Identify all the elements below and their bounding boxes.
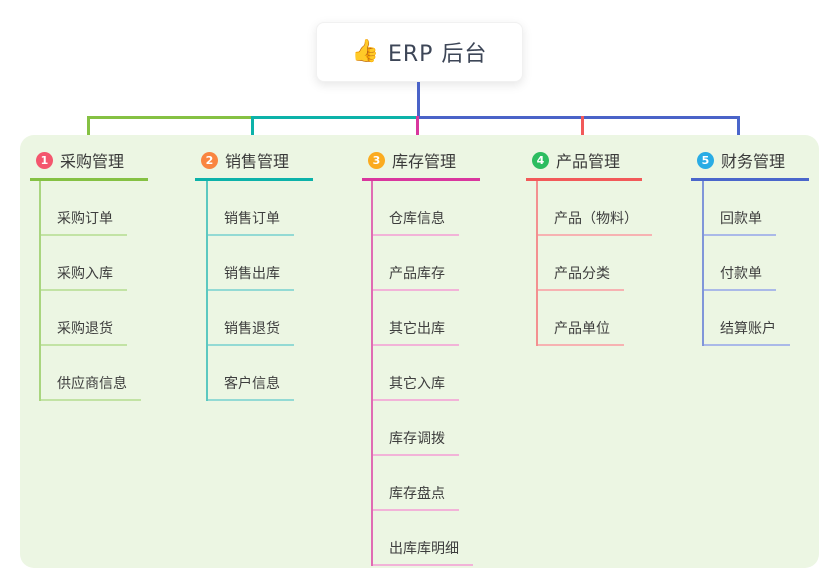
connector-root-stem bbox=[417, 82, 420, 119]
child-node[interactable]: 采购订单 bbox=[41, 181, 127, 236]
child-node[interactable]: 仓库信息 bbox=[373, 181, 459, 236]
child-label: 产品单位 bbox=[554, 321, 610, 337]
child-label: 销售订单 bbox=[224, 211, 280, 227]
connector-bus-teal bbox=[251, 116, 418, 119]
child-node[interactable]: 采购入库 bbox=[41, 236, 127, 291]
root-label: ERP 后台 bbox=[387, 42, 488, 67]
child-node[interactable]: 销售退货 bbox=[208, 291, 294, 346]
branch-children: 销售订单销售出库销售退货客户信息 bbox=[206, 181, 294, 401]
connector-bus-green bbox=[87, 116, 253, 119]
child-label: 产品库存 bbox=[389, 266, 445, 282]
branch: 2 销售管理 销售订单销售出库销售退货客户信息 bbox=[195, 148, 313, 401]
child-node[interactable]: 销售订单 bbox=[208, 181, 294, 236]
child-node[interactable]: 产品库存 bbox=[373, 236, 459, 291]
child-node[interactable]: 客户信息 bbox=[208, 346, 294, 401]
child-label: 出库库明细 bbox=[389, 541, 459, 557]
child-label: 库存盘点 bbox=[389, 486, 445, 502]
branch-children: 采购订单采购入库采购退货供应商信息 bbox=[39, 181, 141, 401]
branch-number-badge: 2 bbox=[201, 151, 218, 169]
child-label: 采购入库 bbox=[57, 266, 113, 282]
branch-number-badge: 4 bbox=[532, 151, 549, 169]
thumbs-up-icon: 👍 bbox=[351, 39, 379, 64]
branch: 4 产品管理 产品（物料） 产品分类产品单位 bbox=[526, 148, 652, 346]
child-node[interactable]: 供应商信息 bbox=[41, 346, 141, 401]
child-label: 采购退货 bbox=[57, 321, 113, 337]
branch-header[interactable]: 2 销售管理 bbox=[195, 148, 313, 181]
child-node[interactable]: 库存调拨 bbox=[373, 401, 459, 456]
branch-label: 采购管理 bbox=[60, 152, 125, 171]
branch-header[interactable]: 5 财务管理 bbox=[691, 148, 809, 181]
child-label: 产品分类 bbox=[554, 266, 610, 282]
child-label: 供应商信息 bbox=[57, 376, 127, 392]
branch-label: 销售管理 bbox=[225, 152, 290, 171]
branch-number-badge: 5 bbox=[697, 151, 714, 169]
child-node[interactable]: 销售出库 bbox=[208, 236, 294, 291]
child-label: 仓库信息 bbox=[389, 211, 445, 227]
child-node[interactable]: 采购退货 bbox=[41, 291, 127, 346]
connector-drop-1 bbox=[87, 116, 90, 149]
child-label: 结算账户 bbox=[720, 321, 776, 337]
connector-drop-4 bbox=[581, 116, 584, 149]
branch: 1 采购管理 采购订单采购入库采购退货供应商信息 bbox=[30, 148, 148, 401]
child-label: 其它入库 bbox=[389, 376, 445, 392]
branch: 5 财务管理 回款单付款单结算账户 bbox=[691, 148, 809, 346]
connector-bus-blue bbox=[417, 116, 740, 119]
connector-drop-5 bbox=[737, 116, 740, 149]
child-label: 客户信息 bbox=[224, 376, 280, 392]
branch-number-badge: 3 bbox=[368, 151, 385, 169]
root-node[interactable]: 👍 ERP 后台 bbox=[316, 22, 523, 82]
child-node[interactable]: 产品（物料） bbox=[538, 181, 652, 236]
branch-children: 仓库信息产品库存其它出库其它入库库存调拨库存盘点出库库明细 bbox=[371, 181, 473, 566]
child-node[interactable]: 付款单 bbox=[704, 236, 776, 291]
child-label: 回款单 bbox=[720, 211, 762, 227]
connector-drop-3 bbox=[416, 116, 419, 149]
child-node[interactable]: 产品分类 bbox=[538, 236, 624, 291]
child-node[interactable]: 产品单位 bbox=[538, 291, 624, 346]
branch-number-badge: 1 bbox=[36, 151, 53, 169]
child-node[interactable]: 其它入库 bbox=[373, 346, 459, 401]
branch-header[interactable]: 3 库存管理 bbox=[362, 148, 480, 181]
branch-children: 产品（物料） 产品分类产品单位 bbox=[536, 181, 652, 346]
child-label: 销售出库 bbox=[224, 266, 280, 282]
child-label: 产品（物料） bbox=[554, 211, 638, 227]
branch-label: 财务管理 bbox=[721, 152, 786, 171]
branch-label: 产品管理 bbox=[556, 152, 621, 171]
branch-children: 回款单付款单结算账户 bbox=[702, 181, 790, 346]
branch-label: 库存管理 bbox=[392, 152, 457, 171]
branch-header[interactable]: 1 采购管理 bbox=[30, 148, 148, 181]
child-node[interactable]: 库存盘点 bbox=[373, 456, 459, 511]
branches-panel bbox=[20, 135, 819, 568]
child-label: 其它出库 bbox=[389, 321, 445, 337]
child-node[interactable]: 结算账户 bbox=[704, 291, 790, 346]
child-label: 采购订单 bbox=[57, 211, 113, 227]
child-node[interactable]: 出库库明细 bbox=[373, 511, 473, 566]
child-label: 销售退货 bbox=[224, 321, 280, 337]
branch-header[interactable]: 4 产品管理 bbox=[526, 148, 642, 181]
child-node[interactable]: 回款单 bbox=[704, 181, 776, 236]
child-label: 库存调拨 bbox=[389, 431, 445, 447]
connector-drop-2 bbox=[251, 116, 254, 149]
branch: 3 库存管理 仓库信息产品库存其它出库其它入库库存调拨库存盘点出库库明细 bbox=[362, 148, 480, 566]
child-node[interactable]: 其它出库 bbox=[373, 291, 459, 346]
child-label: 付款单 bbox=[720, 266, 762, 282]
